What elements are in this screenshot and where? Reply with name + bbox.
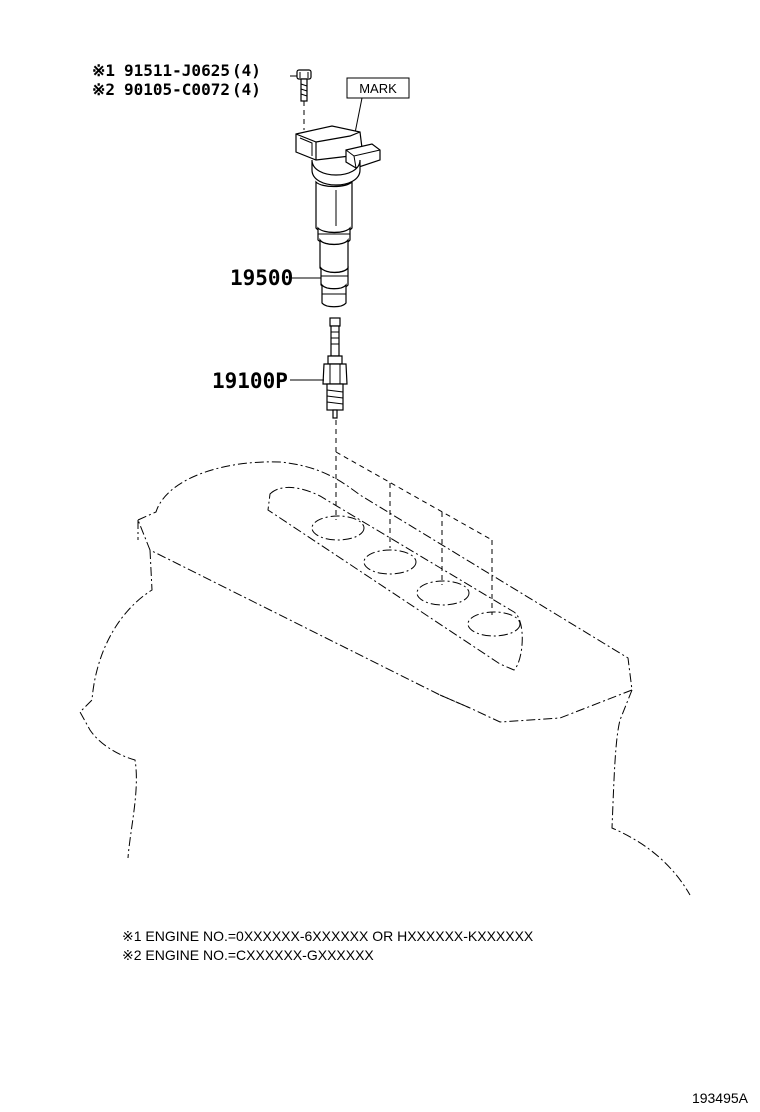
ignition-coil-part-number[interactable]: 19500 (230, 266, 293, 290)
bolt-2-quantity: (4) (232, 80, 261, 99)
installation-guide-lines (335, 420, 493, 615)
bolt-1-quantity: (4) (232, 61, 261, 80)
engine-notes: ※1 ENGINE NO.=0XXXXXX-6XXXXXX OR HXXXXXX… (122, 928, 534, 963)
ignition-coil-callout: 19500 (230, 266, 321, 290)
mark-label: MARK (359, 81, 397, 96)
spark-plug-part-number[interactable]: 19100P (212, 369, 288, 393)
mark-callout: MARK (346, 77, 410, 134)
engine-note-2: ※2 ENGINE NO.=CXXXXXX-GXXXXXX (122, 947, 374, 963)
spark-plug-drawing[interactable] (322, 317, 348, 419)
engine-note-1: ※1 ENGINE NO.=0XXXXXX-6XXXXXX OR HXXXXXX… (122, 928, 534, 944)
bolt-2-part-number[interactable]: 90105-C0072 (124, 80, 230, 99)
bolt-1-marker: ※1 (92, 61, 115, 80)
diagram-reference-number: 193495A (692, 1090, 749, 1106)
bolt-drawing (290, 69, 312, 130)
ignition-coil-drawing[interactable] (295, 125, 381, 308)
engine-outline (79, 461, 691, 896)
bolt-2-marker: ※2 (92, 80, 115, 99)
spark-plug-callout: 19100P (212, 369, 324, 393)
bolt-1-part-number[interactable]: 91511-J0625 (124, 61, 230, 80)
bolt-callouts: ※1 91511-J0625 (4) ※2 90105-C0072 (4) (92, 61, 261, 99)
